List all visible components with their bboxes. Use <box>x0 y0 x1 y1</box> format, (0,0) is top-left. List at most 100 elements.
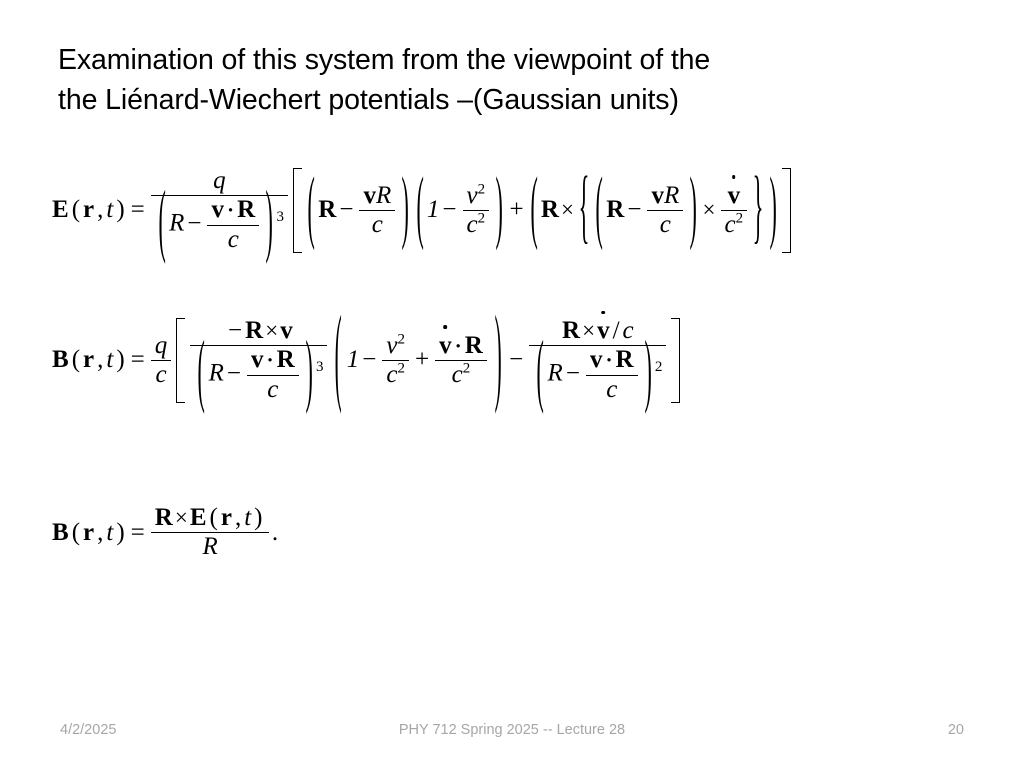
denominator-c: c <box>359 209 396 238</box>
denominator-c-squared: c2 <box>382 359 410 388</box>
paren-open: ( <box>71 518 81 546</box>
symbol-R-vector: R <box>276 346 295 374</box>
symbol-R-scalar: R <box>663 181 680 209</box>
cross-product-operator: × <box>582 318 596 343</box>
denominator-c: c <box>246 374 299 403</box>
symbol-R-scalar: R <box>547 359 563 387</box>
minus-sign: − <box>565 359 580 387</box>
numerator-v-dot-R: v·R <box>247 347 299 374</box>
numerator-q: q <box>213 167 226 194</box>
paren-close-icon: ) <box>305 327 313 416</box>
slide-footer: 4/2/2025 PHY 712 Spring 2025 -- Lecture … <box>0 722 1024 746</box>
numerator-R-cross-vdot-over-c: R×v/c <box>558 317 638 345</box>
page-title: Examination of this system from the view… <box>58 40 958 120</box>
eq-b1-lhs: B(r,t) = <box>52 318 148 403</box>
bracket-open-icon <box>292 168 302 253</box>
symbol-R-vector: R <box>318 196 337 224</box>
minus-sign: − <box>442 196 457 224</box>
paren-close: ) <box>116 346 125 374</box>
brace-close-icon: } <box>752 164 764 254</box>
bracket-close-icon <box>671 318 681 403</box>
numerator-q: q <box>154 331 168 359</box>
symbol-R-scalar: R <box>169 209 185 237</box>
paren-close: ) <box>116 518 125 546</box>
eq-b1-prefactor: q c <box>148 318 175 403</box>
plus-sign: + <box>415 346 430 374</box>
numerator-v-dot-R: v·R <box>586 347 638 374</box>
minus-sign: − <box>228 317 243 344</box>
symbol-R-vector: R <box>237 196 256 224</box>
division-slash: / <box>612 317 620 344</box>
paren-close-icon: ) <box>265 177 273 266</box>
symbol-c: c <box>724 210 736 238</box>
period: . <box>272 518 279 546</box>
paren-close: ) <box>116 196 125 224</box>
paren-open-icon: ( <box>307 164 315 253</box>
symbol-R-scalar: R <box>375 181 392 209</box>
symbol-E: E <box>189 504 207 531</box>
paren-open-icon: ( <box>536 327 545 416</box>
equals-sign: = <box>130 346 145 374</box>
symbol-R-scalar: R <box>208 359 224 387</box>
denominator-c-squared: c2 <box>435 359 487 388</box>
bracket-open-icon <box>176 318 186 403</box>
denominator-c: c <box>150 359 172 388</box>
symbol-v-vector: v <box>211 196 224 224</box>
paren-open: ( <box>71 196 81 224</box>
denominator-R: R <box>150 532 270 560</box>
minus-sign: − <box>226 359 241 387</box>
paren-close-icon: ) <box>495 164 503 253</box>
exponent-two: 2 <box>477 181 486 198</box>
constant-one: 1 <box>346 346 360 374</box>
minus-sign: − <box>339 196 354 224</box>
footer-date: 4/2/2025 <box>60 722 117 738</box>
brace-open-icon: { <box>578 164 590 254</box>
cross-product-operator: × <box>265 318 279 343</box>
title-line-2: the Liénard-Wiechert potentials –(Gaussi… <box>58 84 679 116</box>
minus-sign: − <box>187 209 202 237</box>
cross-product-operator: × <box>560 197 574 223</box>
symbol-B: B <box>52 518 69 546</box>
symbol-v-scalar: v <box>386 331 398 359</box>
paren-open: ( <box>209 504 218 531</box>
exponent-two: 2 <box>462 360 471 377</box>
comma: , <box>234 504 242 531</box>
symbol-R-vector: R <box>562 317 581 344</box>
plus-sign: + <box>509 196 524 224</box>
paren-open-icon: ( <box>416 164 424 253</box>
symbol-R-vector: R <box>606 196 625 224</box>
fraction-q-over-c: q c <box>148 331 175 389</box>
symbol-v-scalar: v <box>466 181 478 209</box>
numerator-vR: vR <box>359 181 395 210</box>
bracket-close-icon <box>782 168 792 253</box>
symbol-t: t <box>106 196 114 224</box>
symbol-B: B <box>52 346 69 374</box>
exponent-two: 2 <box>477 210 486 227</box>
exponent-two: 2 <box>397 331 406 348</box>
denominator-c: c <box>585 374 638 403</box>
symbol-c: c <box>466 210 478 238</box>
title-line-1: Examination of this system from the view… <box>58 44 711 76</box>
numerator-v-squared: v2 <box>382 331 409 360</box>
dot-product-operator: · <box>266 348 274 373</box>
exponent-two: 2 <box>397 360 406 377</box>
symbol-c: c <box>386 360 398 388</box>
numerator-v-squared: v2 <box>463 181 490 210</box>
paren-close-icon: ) <box>689 164 698 253</box>
symbol-v-vector: v <box>250 346 264 374</box>
